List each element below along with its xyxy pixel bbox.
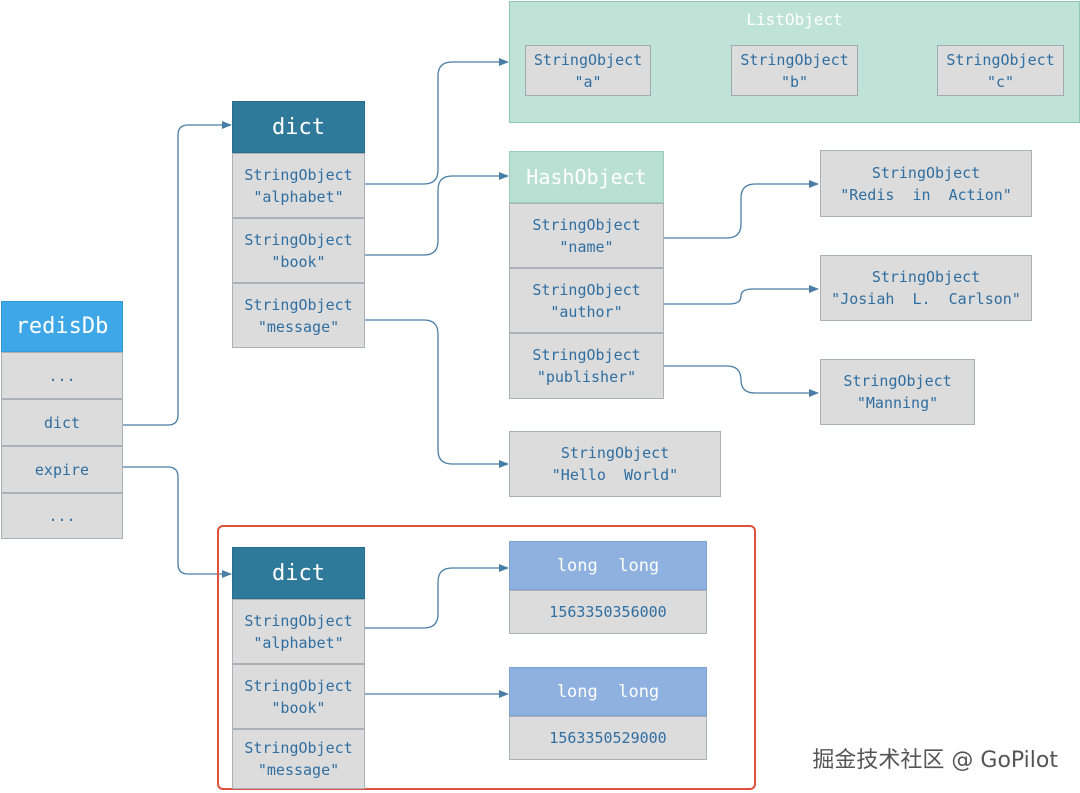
arrow-publisher-value	[664, 365, 819, 397]
dict-main-key-message: StringObject"message"	[232, 283, 365, 348]
hash-field-publisher: StringObject"publisher"	[509, 333, 664, 399]
arrow-book-hash	[365, 172, 509, 256]
dict-expire-key-alphabet: StringObject"alphabet"	[232, 599, 365, 664]
redisdb-cell-ellipsis-top: ...	[1, 352, 123, 399]
arrow-author-value	[664, 285, 819, 305]
expire-value-2-header: long long	[509, 667, 707, 716]
arrow-redis-expire	[123, 466, 232, 578]
list-item-a: StringObject"a"	[525, 45, 651, 96]
list-item-b: StringObject"b"	[731, 45, 858, 96]
redisdb-cell-expire: expire	[1, 446, 123, 493]
watermark-text: 掘金技术社区 @ GoPilot	[812, 748, 1058, 773]
hash-object-header: HashObject	[509, 151, 664, 203]
expire-value-1: 1563350356000	[509, 590, 707, 634]
arrow-alphabet-list	[365, 58, 509, 185]
redisdb-cell-dict: dict	[1, 399, 123, 446]
arrow-message-hello	[365, 319, 509, 468]
hash-field-author: StringObject"author"	[509, 268, 664, 333]
redisdb-header: redisDb	[1, 301, 123, 352]
dict-main-key-alphabet: StringObject"alphabet"	[232, 153, 365, 218]
hash-value-redis-in-action: StringObject"Redis in Action"	[820, 150, 1032, 217]
dict-expire-key-message: StringObject"message"	[232, 729, 365, 789]
arrow-name-value	[664, 180, 819, 239]
message-value-hello-world: StringObject"Hello World"	[509, 431, 721, 497]
hash-field-name: StringObject"name"	[509, 203, 664, 268]
redisdb-cell-ellipsis-bottom: ...	[1, 493, 123, 539]
list-item-c: StringObject"c"	[937, 45, 1064, 96]
arrow-expire-alphabet	[365, 564, 509, 629]
arrow-redis-dict	[123, 121, 232, 426]
expire-highlight-frame	[217, 525, 756, 790]
dict-expire-header: dict	[232, 547, 365, 599]
hash-value-manning: StringObject"Manning"	[820, 359, 975, 425]
expire-value-2: 1563350529000	[509, 716, 707, 760]
list-object-title: ListObject	[746, 10, 843, 29]
dict-expire-key-book: StringObject"book"	[232, 664, 365, 729]
dict-main-header: dict	[232, 101, 365, 153]
dict-main-key-book: StringObject"book"	[232, 218, 365, 283]
expire-value-1-header: long long	[509, 541, 707, 590]
hash-value-josiah: StringObject"Josiah L. Carlson"	[820, 255, 1032, 321]
